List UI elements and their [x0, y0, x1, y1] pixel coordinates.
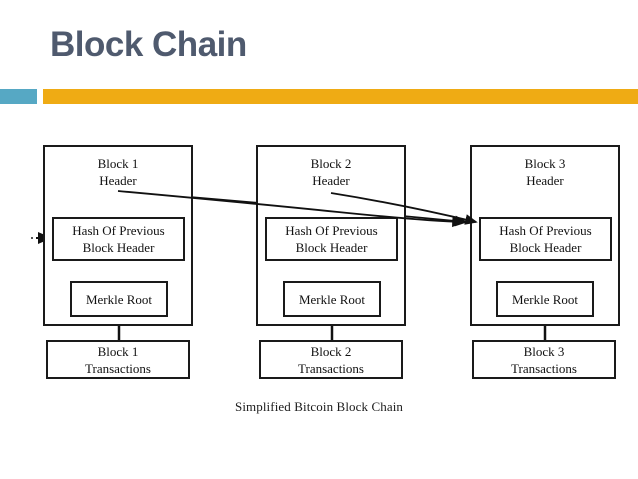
block-1-header-line1: Block 1: [97, 156, 139, 171]
accent-rule-teal: [0, 89, 37, 104]
block-2-hash-line2: Block Header: [295, 240, 368, 255]
block-2-tx-line2: Transactions: [298, 360, 364, 376]
block-1-hash-line2: Block Header: [82, 240, 155, 255]
block-3-header-label: Block 3 Header: [472, 155, 618, 189]
block-1-hash-box: Hash Of Previous Block Header: [52, 217, 185, 261]
block-1-merkle-box: Merkle Root: [70, 281, 168, 317]
block-3-header-line1: Block 3: [524, 156, 566, 171]
block-1-tx-line1: Block 1: [97, 343, 139, 359]
block-3-merkle-label: Merkle Root: [511, 291, 579, 307]
block-3-merkle-box: Merkle Root: [496, 281, 594, 317]
block-2-hash-box: Hash Of Previous Block Header: [265, 217, 398, 261]
block-2-hash-line1: Hash Of Previous: [285, 223, 378, 238]
block-3-transactions-box: Block 3 Transactions: [472, 340, 616, 379]
block-2-header-line1: Block 2: [310, 156, 352, 171]
block-2-merkle-box: Merkle Root: [283, 281, 381, 317]
block-1-hash-line1: Hash Of Previous: [72, 223, 165, 238]
block-2-tx-line1: Block 2: [310, 343, 352, 359]
block-1-merkle-label: Merkle Root: [85, 291, 153, 307]
block-3-tx-line1: Block 3: [523, 343, 565, 359]
page-title: Block Chain: [50, 25, 247, 64]
block-1-header-label: Block 1 Header: [45, 155, 191, 189]
block-2-header-line2: Header: [312, 173, 350, 188]
block-1-header-line2: Header: [99, 173, 137, 188]
block-3-header-line2: Header: [526, 173, 564, 188]
block-3-tx-line2: Transactions: [511, 360, 577, 376]
block-3-hash-line2: Block Header: [509, 240, 582, 255]
diagram-caption: Simplified Bitcoin Block Chain: [234, 399, 404, 414]
block-1-transactions-box: Block 1 Transactions: [46, 340, 190, 379]
block-3-hash-line1: Hash Of Previous: [499, 223, 592, 238]
block-2-transactions-box: Block 2 Transactions: [259, 340, 403, 379]
accent-rule-amber: [43, 89, 638, 104]
stray-mark: [31, 237, 33, 239]
block-2-header-label: Block 2 Header: [258, 155, 404, 189]
block-1-tx-line2: Transactions: [85, 360, 151, 376]
block-2-merkle-label: Merkle Root: [298, 291, 366, 307]
block-3-hash-box: Hash Of Previous Block Header: [479, 217, 612, 261]
